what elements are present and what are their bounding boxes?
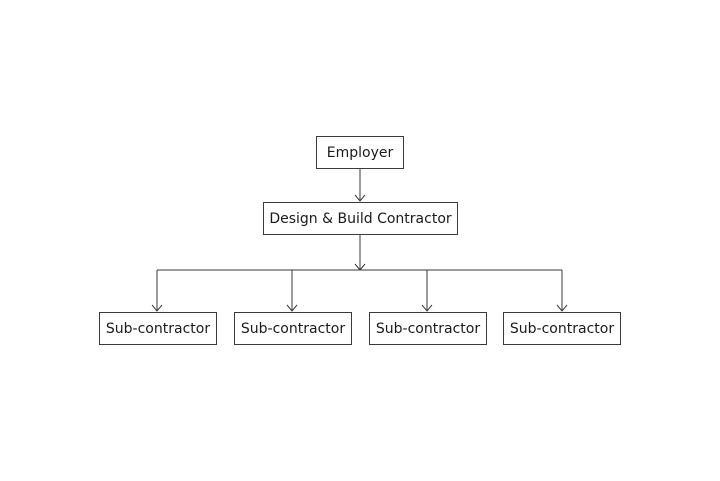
employer-box: Employer xyxy=(316,136,404,169)
subcontractor-box-4: Sub-contractor xyxy=(503,312,621,345)
arrowhead-sub-1 xyxy=(151,304,163,312)
subcontractor-box-2: Sub-contractor xyxy=(234,312,352,345)
subcontractor-box-1: Sub-contractor xyxy=(99,312,217,345)
arrowhead-sub-3 xyxy=(421,304,433,312)
design-build-contractor-box: Design & Build Contractor xyxy=(263,202,458,235)
arrowhead-sub-2 xyxy=(286,304,298,312)
arrowhead-contractor xyxy=(354,194,366,202)
subcontractor-box-3: Sub-contractor xyxy=(369,312,487,345)
arrowhead-sub-4 xyxy=(556,304,568,312)
